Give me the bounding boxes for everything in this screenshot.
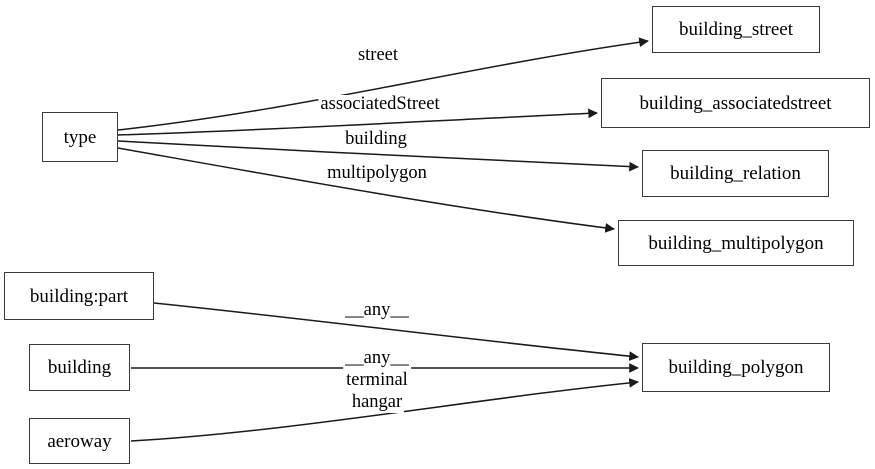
edge-label-associatedstreet: associatedStreet — [318, 94, 442, 115]
node-building-part-label: building:part — [29, 285, 129, 307]
node-aeroway-label: aeroway — [47, 430, 112, 452]
node-aeroway[interactable]: aeroway — [29, 418, 130, 464]
edge-label-multipolygon: multipolygon — [325, 163, 429, 184]
node-building[interactable]: building — [29, 344, 130, 391]
edge-label-building: building — [343, 129, 409, 150]
node-building-label: building — [47, 357, 112, 378]
node-building-polygon[interactable]: building_polygon — [642, 343, 830, 392]
edge-type-building-relation — [117, 140, 639, 172]
node-type[interactable]: type — [42, 112, 118, 162]
node-building-street-label: building_street — [679, 19, 793, 40]
edge-buildingpart-building-polygon — [153, 302, 639, 361]
node-building-multipolygon[interactable]: building_multipolygon — [618, 220, 854, 266]
edge-label-street: street — [355, 45, 401, 66]
edge-type-building-multipolygon — [117, 147, 615, 233]
node-building-associatedstreet-label: building_associatedstreet — [639, 92, 832, 114]
node-building-associatedstreet[interactable]: building_associatedstreet — [601, 78, 870, 128]
node-building-multipolygon-label: building_multipolygon — [648, 232, 824, 254]
node-building-part[interactable]: building:part — [4, 272, 154, 320]
node-type-label: type — [63, 126, 97, 148]
node-building-relation-label: building_relation — [670, 163, 801, 184]
edge-type-building-associatedstreet — [117, 108, 598, 136]
edge-label-terminal: terminal — [344, 370, 410, 391]
node-building-polygon-label: building_polygon — [668, 357, 804, 378]
edge-type-building-street — [117, 37, 649, 131]
node-building-relation[interactable]: building_relation — [642, 150, 829, 197]
edge-aeroway-building-polygon — [130, 378, 639, 442]
edge-label-any-buildingpart: __any__ — [343, 300, 411, 321]
edge-label-hangar: hangar — [349, 392, 405, 413]
edge-label-any-building: __any__ — [343, 348, 411, 369]
node-building-street[interactable]: building_street — [652, 6, 820, 53]
